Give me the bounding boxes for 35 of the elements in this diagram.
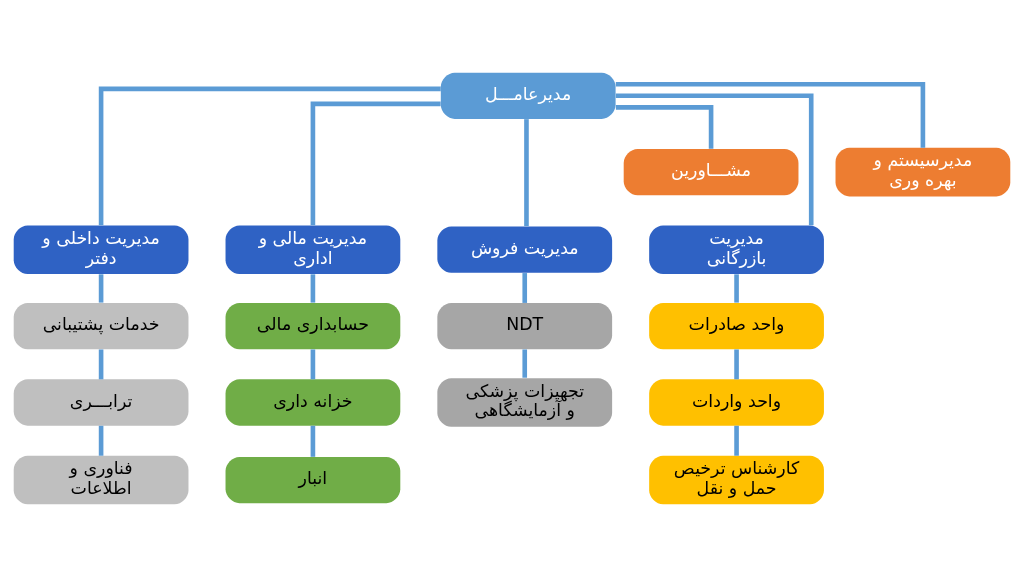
- node-box: تجهیزات پزشکی و آزمایشگاهی: [437, 377, 613, 427]
- node-box: انبار: [225, 456, 401, 503]
- node-box: ترابـــری: [13, 378, 189, 426]
- node-box: واحد واردات: [649, 378, 824, 426]
- node-box: واحد صادرات: [649, 302, 824, 349]
- connector: [310, 101, 441, 225]
- connector: [310, 348, 316, 379]
- connector: [98, 425, 104, 456]
- node-box: خدمات پشتیبانی: [13, 302, 189, 349]
- connector: [98, 86, 441, 225]
- node-box: خزانه داری: [225, 378, 401, 426]
- node-box: مدیریت فروش: [437, 226, 613, 273]
- node-box: کارشناس ترخیص حمل و نقل: [649, 455, 824, 504]
- connector: [615, 104, 714, 149]
- connector: [522, 272, 528, 303]
- node-box: فناوری و اطلاعات: [13, 455, 189, 504]
- node-box: NDT: [437, 302, 613, 349]
- connector: [310, 273, 316, 303]
- connector: [522, 348, 528, 378]
- node-box: مدیریت بازرگانی: [649, 224, 824, 274]
- connector: [524, 118, 529, 226]
- connector: [98, 273, 104, 303]
- connector: [615, 92, 814, 225]
- node-box: مدیرسیستم و بهره وری: [835, 147, 1011, 196]
- connector: [734, 425, 739, 456]
- node-box: حسابداری مالی: [225, 302, 401, 349]
- connector: [310, 425, 316, 457]
- node-box: مدیرعامـــل: [440, 72, 616, 119]
- node-box: مدیریت داخلی و دفتر: [13, 224, 189, 274]
- connector: [734, 348, 739, 379]
- connector: [98, 348, 104, 379]
- node-box: مدیریت مالی و اداری: [225, 224, 401, 274]
- node-box: مشـــاورین: [623, 148, 799, 195]
- connector: [734, 273, 739, 303]
- connector: [615, 81, 926, 148]
